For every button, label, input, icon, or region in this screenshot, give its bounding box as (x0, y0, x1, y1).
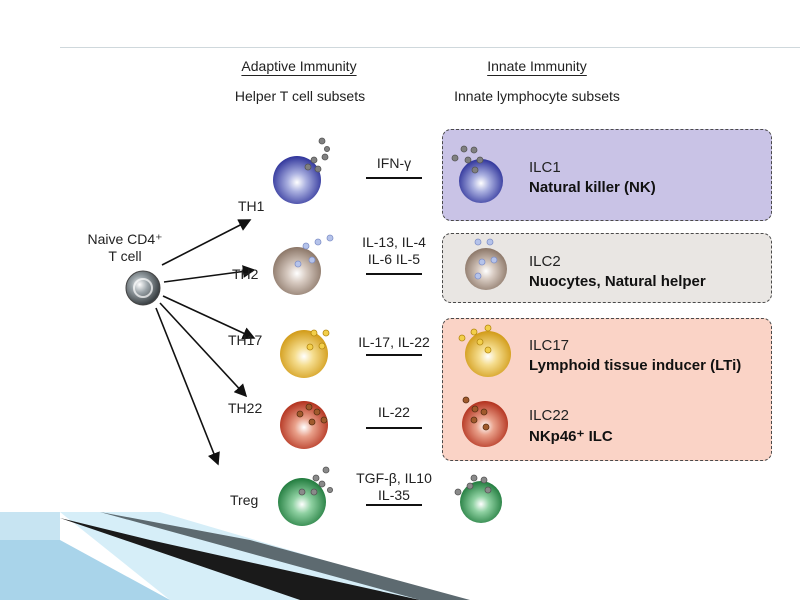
ilc1-description: Natural killer (NK) (529, 179, 656, 196)
treg-cytokines-line2: IL-35 (378, 487, 410, 503)
th22-cell (280, 401, 328, 449)
ilc1-group-box (442, 129, 772, 221)
naive-cell-label: Naive CD4⁺ T cell (75, 231, 175, 265)
th22-cytokines: IL-22 (344, 404, 444, 421)
th1-cell (273, 137, 330, 204)
th1-cytokines-line1: IFN-γ (376, 155, 412, 171)
treg-ilc-cell (454, 474, 502, 523)
ilc2-description: Nuocytes, Natural helper (529, 273, 706, 290)
arrow-to-treg (155, 307, 220, 466)
innate-immunity-heading: Innate Immunity (487, 58, 587, 74)
ilc17-cell (458, 324, 511, 377)
naive-cell-label-line2: T cell (108, 248, 142, 264)
arrow-to-th17 (162, 295, 256, 340)
th17-label: TH17 (228, 332, 263, 348)
th2-cell (273, 234, 334, 295)
arrow-to-th1 (161, 219, 252, 266)
innate-immunity-subheading: Innate lymphocyte subsets (454, 88, 620, 104)
naive-cd4-cell (125, 270, 161, 306)
treg-cell (278, 466, 333, 526)
naive-cell-label-line1: Naive CD4⁺ (87, 231, 163, 247)
ilc1-name: ILC1 (529, 159, 561, 176)
th2-cytokines-line1: IL-13, IL-4 (362, 234, 426, 250)
th2-cytokines-line2: IL-6 IL-5 (367, 251, 421, 267)
arrow-to-th22 (159, 302, 248, 398)
th2-cytokines: IL-13, IL-4 IL-6 IL-5 (344, 234, 444, 268)
ilc22-name: ILC22 (529, 407, 570, 424)
adaptive-immunity-subheading: Helper T cell subsets (234, 88, 366, 104)
slide-top-rule (60, 47, 800, 48)
th22-cytokines-line1: IL-22 (378, 404, 410, 420)
th22-label: TH22 (228, 400, 263, 416)
ilc22-description: NKp46⁺ ILC (529, 428, 613, 445)
adaptive-immunity-heading: Adaptive Immunity (241, 58, 357, 74)
ilc17-name: ILC17 (529, 337, 570, 354)
treg-label: Treg (230, 492, 259, 508)
th17-cell (280, 329, 330, 378)
ilc22-cell (462, 396, 508, 447)
th17-cytokines-line1: IL-17, IL-22 (358, 334, 430, 350)
th2-label: TH2 (232, 266, 259, 282)
th1-label: TH1 (238, 198, 265, 214)
slide-corner-ribbon (0, 512, 470, 600)
ilc2-cell (465, 238, 507, 290)
treg-cytokines: TGF-β, IL10 IL-35 (344, 470, 444, 504)
arrow-to-th2 (163, 265, 256, 283)
ilc1-cell (451, 145, 503, 203)
treg-cytokines-line1: TGF-β, IL10 (356, 470, 432, 486)
th17-cytokines: IL-17, IL-22 (344, 334, 444, 351)
th1-cytokines: IFN-γ (344, 155, 444, 172)
ilc2-name: ILC2 (529, 253, 561, 270)
ilc17-description: Lymphoid tissue inducer (LTi) (529, 357, 742, 374)
